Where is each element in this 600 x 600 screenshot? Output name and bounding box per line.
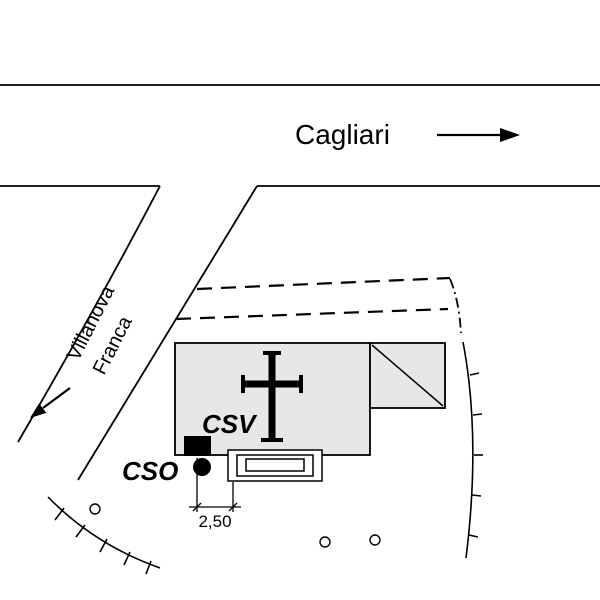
csv-marker-square [184,436,211,456]
csv-label: CSV [202,409,258,439]
curb-bottom-left [47,496,161,575]
cagliari-label: Cagliari [295,119,390,150]
open-circle-marker [319,536,331,548]
open-circle-marker [89,503,101,515]
dimension-label: 2,50 [198,512,231,531]
latin-cross-icon [241,351,303,442]
dashed-boundary-lower [175,307,449,321]
arrow-right-icon [437,128,520,142]
entrance-steps [227,449,323,482]
cso-marker-dot [193,458,211,476]
dash-dot-boundary [449,278,462,334]
cso-label: CSO [122,456,178,486]
curb-right [462,341,483,559]
dashed-boundary-upper [196,276,451,291]
open-circle-marker [369,534,381,546]
dimension-2-50 [189,458,241,512]
diagonal-road-right-edge [77,185,258,481]
annex-diagonal-line [371,344,444,407]
arrow-down-left-icon [30,387,71,418]
